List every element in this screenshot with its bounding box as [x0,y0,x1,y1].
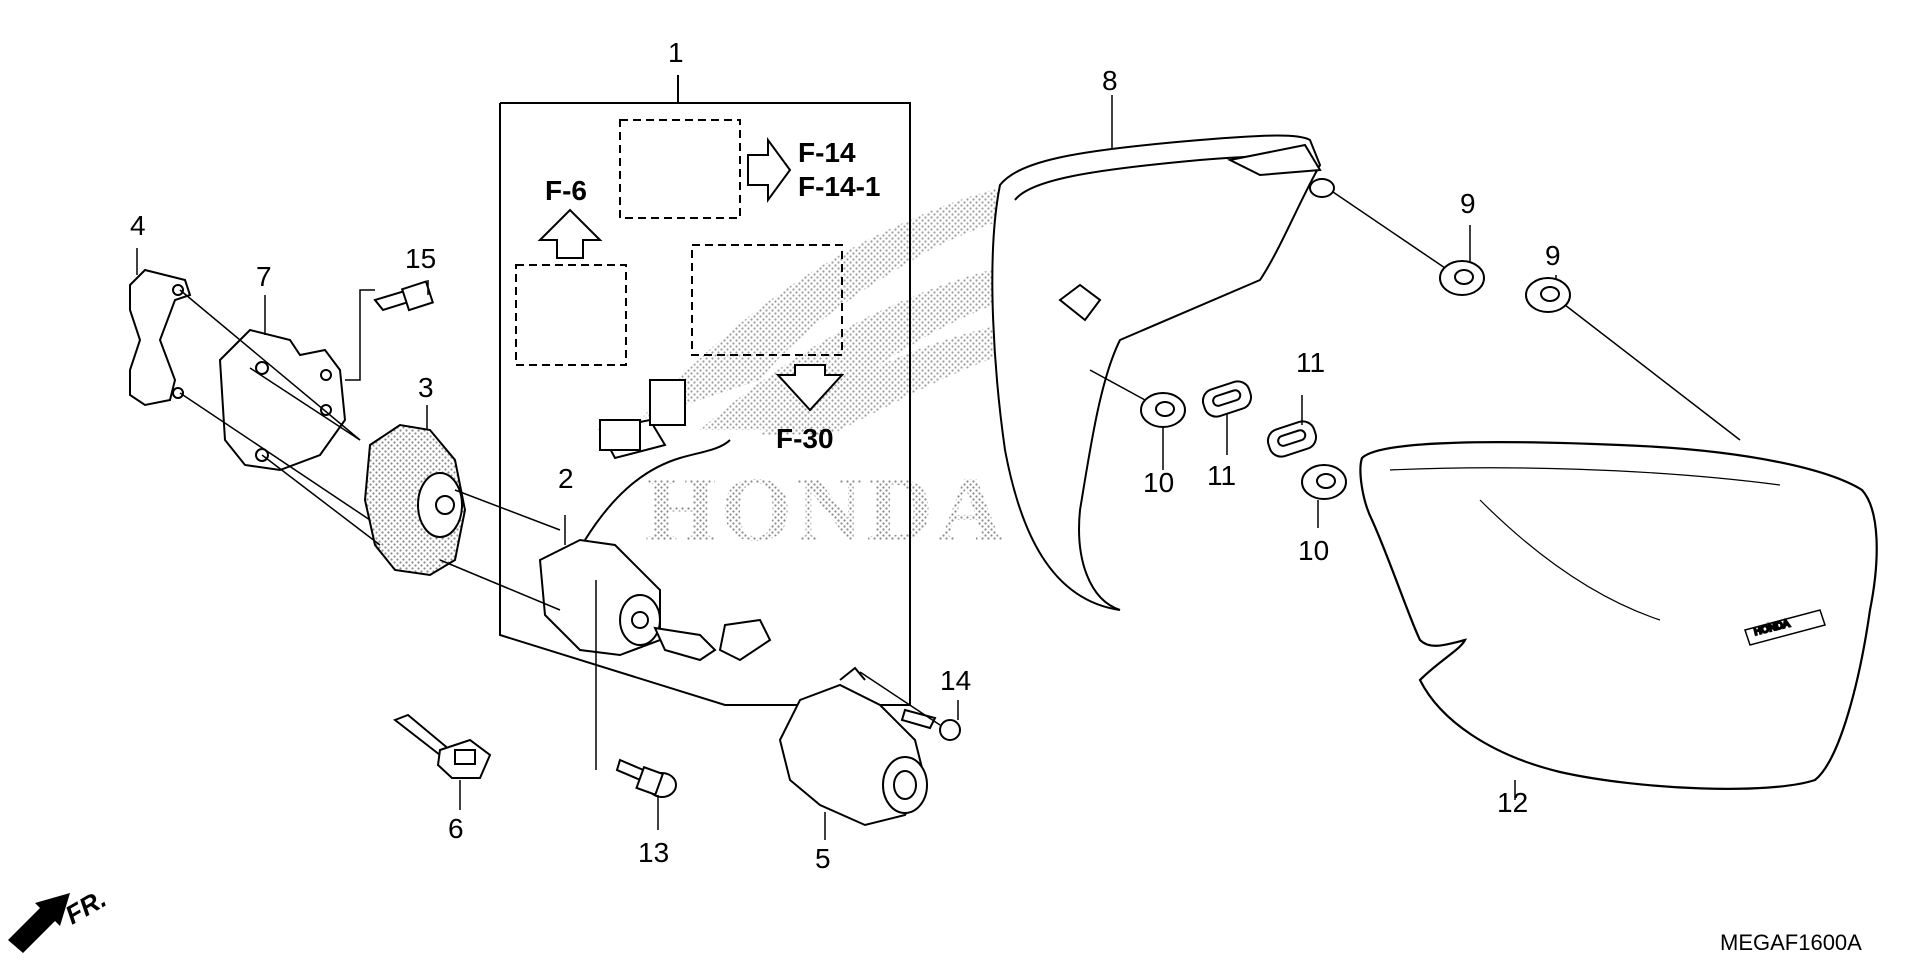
label-part-2: 2 [558,463,574,494]
ref-f14-1[interactable]: F-14-1 [798,171,880,202]
label-part-7: 7 [256,261,272,292]
part-13-bolt [615,758,677,798]
label-part-9b: 9 [1545,240,1561,271]
label-part-8: 8 [1102,65,1118,96]
part-12-side-cover: HONDA [1359,441,1878,790]
grommet-10b [1301,464,1347,500]
label-part-3: 3 [418,372,434,403]
arrow-up-icon [537,208,603,259]
label-part-15: 15 [405,243,436,274]
reference-arrows [537,136,845,412]
part-number-labels: 1 2 3 4 5 6 7 8 9 9 10 10 11 11 12 13 14… [130,37,1561,874]
leader-lines [136,95,1741,840]
label-part-4: 4 [130,210,146,241]
honda-watermark-text: HONDA [645,458,1007,560]
part-15-bolt [373,280,435,312]
grommets [1140,260,1571,500]
grommet-9b [1525,277,1571,313]
part-7-plate [218,328,347,472]
label-part-5: 5 [815,843,831,874]
label-part-11a: 11 [1207,460,1236,491]
label-part-14: 14 [940,665,971,696]
reference-labels: F-6 F-14 F-14-1 F-30 [545,137,880,454]
arrow-right-icon [747,136,792,204]
part-4-bracket [129,268,192,407]
dashed-subboxes [515,119,843,366]
ref-f6[interactable]: F-6 [545,175,587,206]
part-3-lock-body [363,423,467,577]
label-part-10a: 10 [1143,467,1174,498]
grommet-9a [1439,260,1485,296]
label-part-1: 1 [668,37,684,68]
ref-f30[interactable]: F-30 [776,423,834,454]
part-6-key [392,713,492,779]
ref-f14[interactable]: F-14 [798,137,856,168]
arrow-down-icon [775,364,845,412]
grommet-11a [1201,380,1253,418]
label-part-10b: 10 [1298,535,1329,566]
label-part-9a: 9 [1460,188,1476,219]
label-part-11b: 11 [1296,347,1325,378]
part-2-ignition-switch [538,379,772,662]
label-part-6: 6 [448,813,464,844]
grommet-11b [1266,420,1318,458]
grommet-10a [1140,392,1186,428]
part-8-side-cover-inner [991,134,1335,611]
front-direction-indicator: FR. [8,883,111,953]
label-part-13: 13 [638,837,669,868]
diagram-code: MEGAF1600A [1720,930,1862,955]
part-5-cover [778,666,928,827]
front-arrow-icon [8,893,70,953]
front-label: FR. [60,883,111,930]
label-part-12: 12 [1497,787,1528,818]
